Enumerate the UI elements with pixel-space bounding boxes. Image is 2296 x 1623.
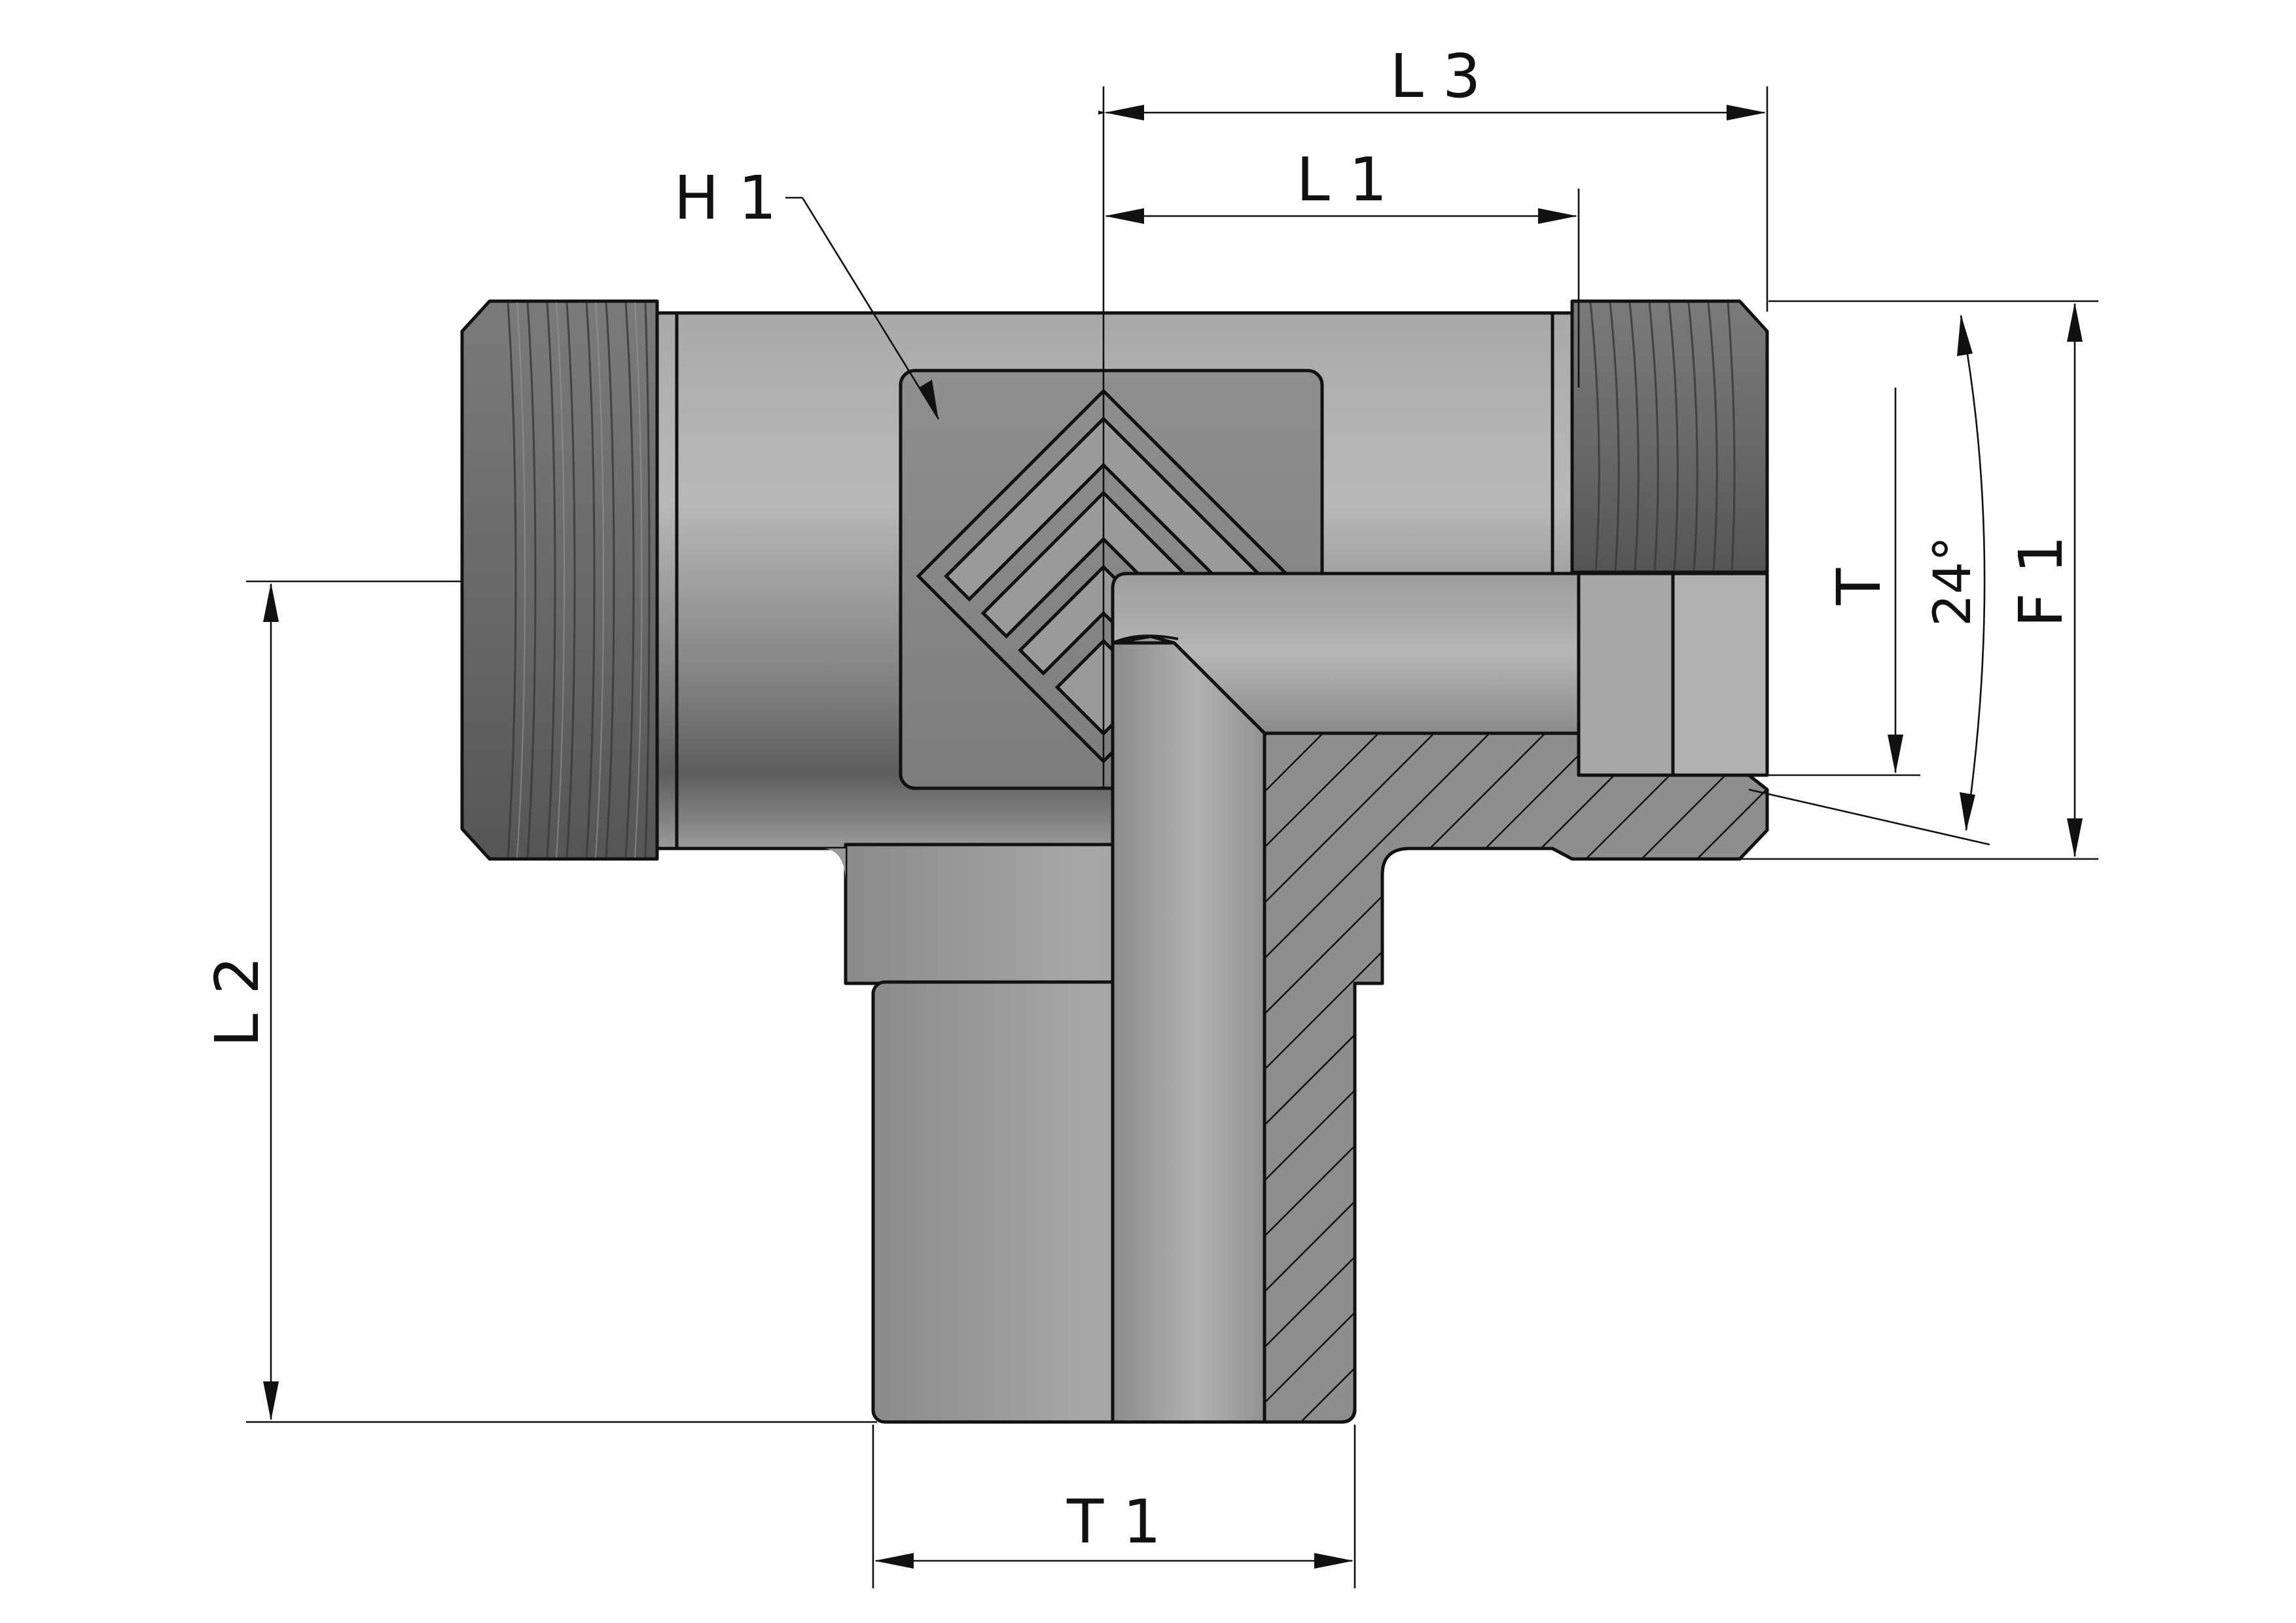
cone-seat bbox=[1577, 572, 1675, 777]
labels: L 3 L 1 H 1 T 1 L 2 T 24° F 1 bbox=[202, 41, 2076, 1557]
fitting-body bbox=[460, 299, 1769, 1424]
label-l3: L 3 bbox=[1390, 41, 1480, 111]
label-h1: H 1 bbox=[674, 163, 777, 233]
right-thread bbox=[1570, 299, 1769, 574]
horizontal-bore bbox=[1111, 572, 1581, 735]
left-thread-lines bbox=[507, 302, 651, 858]
section-wall bbox=[1263, 731, 1769, 1424]
label-l2: L 2 bbox=[202, 956, 272, 1047]
stem-fillet-left bbox=[825, 848, 846, 884]
label-l1: L 1 bbox=[1296, 145, 1387, 215]
cone-seat-outer bbox=[1671, 572, 1769, 777]
dimensions bbox=[246, 86, 2098, 1588]
label-t: T bbox=[1824, 568, 1894, 606]
right-thread-lines bbox=[1589, 302, 1736, 572]
vertical-bore bbox=[1111, 641, 1266, 1424]
label-angle: 24° bbox=[1924, 536, 1982, 627]
label-t1: T 1 bbox=[1066, 1487, 1161, 1557]
angle-arc bbox=[1960, 315, 1986, 831]
left-thread bbox=[460, 299, 659, 861]
arrowheads bbox=[263, 105, 2083, 1569]
left-neck bbox=[655, 311, 679, 850]
label-f1: F 1 bbox=[2006, 536, 2076, 628]
